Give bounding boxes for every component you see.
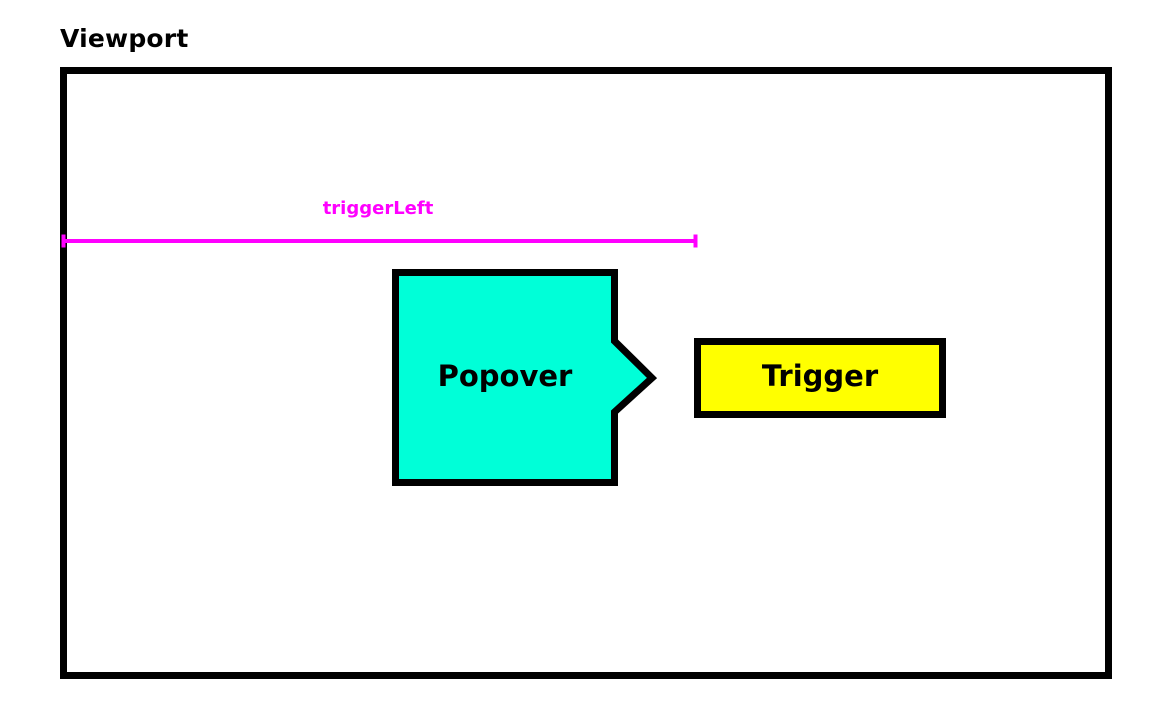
- viewport-frame: [60, 67, 1112, 679]
- popover-shape[interactable]: [392, 269, 658, 486]
- page-title: Viewport: [60, 24, 189, 53]
- trigger-shape[interactable]: [694, 338, 946, 418]
- popover-label: Popover: [437, 359, 573, 393]
- trigger-left-measure-label: triggerLeft: [322, 198, 434, 219]
- trigger-label: Trigger: [761, 359, 879, 393]
